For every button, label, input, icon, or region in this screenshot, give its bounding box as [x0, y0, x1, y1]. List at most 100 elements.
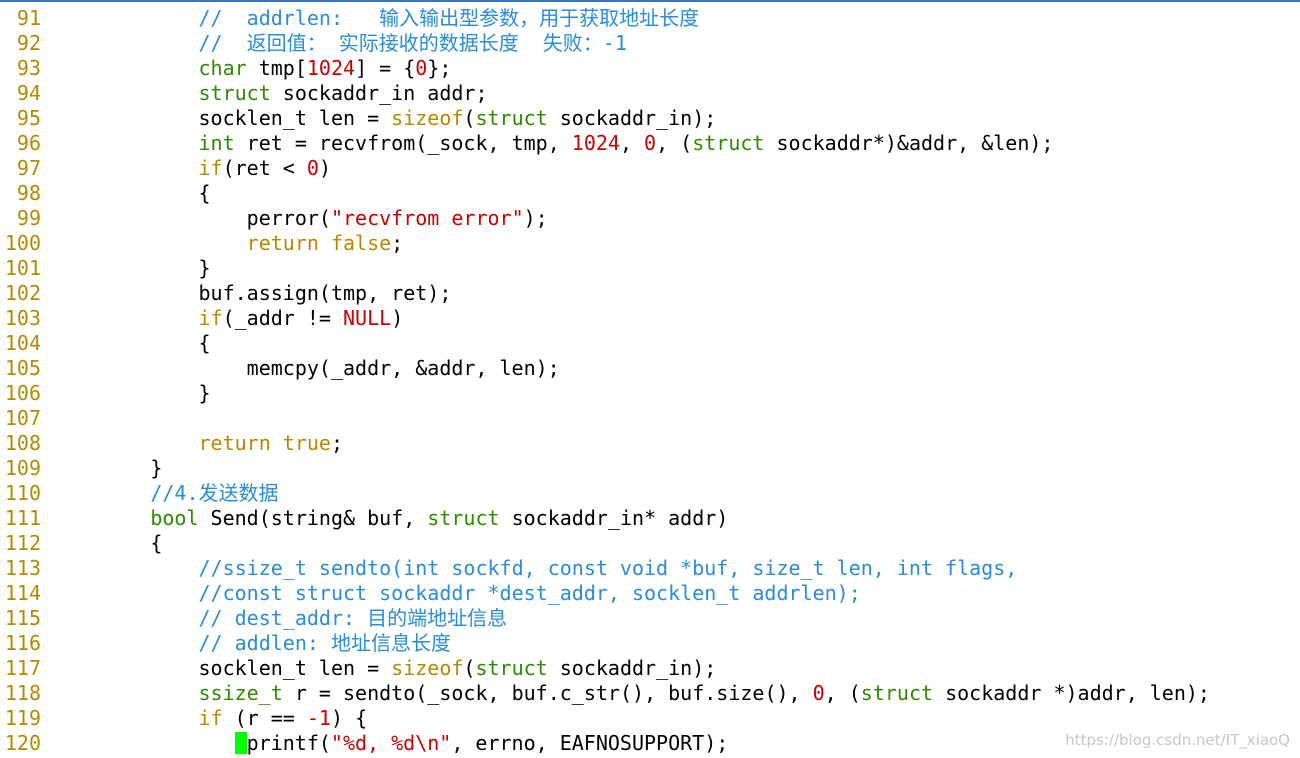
line-content: } [54, 381, 211, 406]
line-content: } [54, 456, 162, 481]
code-token-plain: ( [463, 106, 476, 130]
code-line[interactable]: 106 } [0, 381, 1300, 406]
code-token-number: NULL [343, 306, 392, 330]
code-token-plain: sockaddr *)addr, len); [933, 681, 1210, 705]
code-token-keyword: if [198, 706, 223, 730]
code-line[interactable]: 116 // addlen: 地址信息长度 [0, 631, 1300, 656]
code-token-plain: { [54, 181, 211, 205]
code-line[interactable]: 100 return false; [0, 231, 1300, 256]
code-token-string: "recvfrom error" [330, 206, 524, 230]
code-line[interactable]: 93 char tmp[1024] = {0}; [0, 56, 1300, 81]
line-number: 119 [4, 706, 41, 730]
code-line[interactable]: 102 buf.assign(tmp, ret); [0, 281, 1300, 306]
code-line[interactable]: 110 //4.发送数据 [0, 481, 1300, 506]
code-token-plain: sockaddr_in); [547, 106, 717, 130]
code-line[interactable]: 105 memcpy(_addr, &addr, len); [0, 356, 1300, 381]
code-token-comment: // 返回值： 实际接收的数据长度 失败：-1 [198, 31, 627, 55]
code-token-type: int [198, 131, 235, 155]
code-line[interactable]: 119 if (r == -1) { [0, 706, 1300, 731]
line-number: 94 [16, 81, 41, 105]
code-token-plain [54, 306, 199, 330]
code-line[interactable]: 91 // addrlen: 输入输出型参数，用于获取地址长度 [0, 6, 1300, 31]
line-content: //4.发送数据 [54, 481, 278, 506]
code-token-plain: ( [463, 656, 476, 680]
code-line[interactable]: 109 } [0, 456, 1300, 481]
line-content: // addlen: 地址信息长度 [54, 631, 451, 656]
line-number: 104 [4, 331, 41, 355]
code-line[interactable]: 94 struct sockaddr_in addr; [0, 81, 1300, 106]
code-line[interactable]: 101 } [0, 256, 1300, 281]
code-line[interactable]: 108 return true; [0, 431, 1300, 456]
code-line[interactable]: 111 bool Send(string& buf, struct sockad… [0, 506, 1300, 531]
code-line[interactable]: 117 socklen_t len = sizeof(struct sockad… [0, 656, 1300, 681]
code-token-plain: ] = { [355, 56, 416, 80]
code-token-plain [54, 556, 199, 580]
code-token-number: 1024 [306, 56, 356, 80]
code-line[interactable]: 96 int ret = recvfrom(_sock, tmp, 1024, … [0, 131, 1300, 156]
code-token-plain: buf.assign(tmp, ret); [54, 281, 452, 305]
line-number: 108 [4, 431, 41, 455]
code-token-plain [319, 231, 331, 255]
code-token-type: struct [860, 681, 934, 705]
code-token-plain [54, 731, 235, 755]
line-number: 111 [4, 506, 41, 530]
code-token-plain: ) [318, 156, 331, 180]
code-token-keyword: if [198, 306, 223, 330]
line-number: 96 [16, 131, 41, 155]
code-token-plain: } [54, 381, 211, 405]
code-token-comment: // addlen: 地址信息长度 [198, 631, 451, 655]
code-token-plain [54, 706, 199, 730]
code-token-plain: , [619, 131, 645, 155]
line-content: { [54, 331, 210, 356]
code-line[interactable]: 103 if(_addr != NULL) [0, 306, 1300, 331]
line-content: char tmp[1024] = {0}; [54, 56, 452, 81]
line-number: 98 [16, 181, 41, 205]
line-content: perror("recvfrom error"); [54, 206, 548, 231]
line-content: if(_addr != NULL) [54, 306, 404, 331]
line-content: buf.assign(tmp, ret); [54, 281, 451, 306]
line-content: // dest_addr: 目的端地址信息 [54, 606, 508, 631]
code-token-number: 0 [812, 681, 825, 705]
code-token-type: bool [150, 506, 199, 530]
code-token-keyword: return [246, 231, 319, 255]
line-number: 102 [4, 281, 41, 305]
code-line[interactable]: 107 [0, 406, 1300, 431]
code-line[interactable]: 120 printf("%d, %d\n", errno, EAFNOSUPPO… [0, 731, 1300, 756]
code-token-plain [54, 131, 199, 155]
line-content: socklen_t len = sizeof(struct sockaddr_i… [54, 656, 716, 681]
line-content: return true; [54, 431, 344, 456]
code-line[interactable]: 98 { [0, 181, 1300, 206]
line-content: int ret = recvfrom(_sock, tmp, 1024, 0, … [54, 131, 1054, 156]
code-token-number: 0 [306, 156, 319, 180]
line-content: { [54, 531, 162, 556]
line-number: 112 [4, 531, 41, 555]
code-line[interactable]: 112 { [0, 531, 1300, 556]
line-content: ssize_t r = sendto(_sock, buf.c_str(), b… [54, 681, 1210, 706]
code-line[interactable]: 115 // dest_addr: 目的端地址信息 [0, 606, 1300, 631]
code-line[interactable]: 118 ssize_t r = sendto(_sock, buf.c_str(… [0, 681, 1300, 706]
code-token-plain: r = sendto(_sock, buf.c_str(), buf.size(… [282, 681, 813, 705]
code-line[interactable]: 114 //const struct sockaddr *dest_addr, … [0, 581, 1300, 606]
code-token-plain: } [54, 456, 163, 480]
code-token-plain: { [54, 531, 163, 555]
code-token-comment: // dest_addr: 目的端地址信息 [198, 606, 508, 630]
code-line[interactable]: 92 // 返回值： 实际接收的数据长度 失败：-1 [0, 31, 1300, 56]
code-token-plain: Send(string& buf, [198, 506, 428, 530]
line-number: 114 [4, 581, 41, 605]
code-token-plain: , ( [824, 681, 861, 705]
code-token-plain [54, 56, 199, 80]
code-token-number: 0 [415, 56, 428, 80]
line-number: 115 [4, 606, 41, 630]
code-line[interactable]: 95 socklen_t len = sizeof(struct sockadd… [0, 106, 1300, 131]
code-line[interactable]: 99 perror("recvfrom error"); [0, 206, 1300, 231]
code-line[interactable]: 113 //ssize_t sendto(int sockfd, const v… [0, 556, 1300, 581]
code-token-keyword: true [282, 431, 331, 455]
line-number: 100 [4, 231, 41, 255]
code-token-number: 0 [644, 131, 657, 155]
code-line[interactable]: 97 if(ret < 0) [0, 156, 1300, 181]
code-token-plain: (ret < [222, 156, 307, 180]
code-token-type: struct [692, 131, 765, 155]
code-line[interactable]: 104 { [0, 331, 1300, 356]
